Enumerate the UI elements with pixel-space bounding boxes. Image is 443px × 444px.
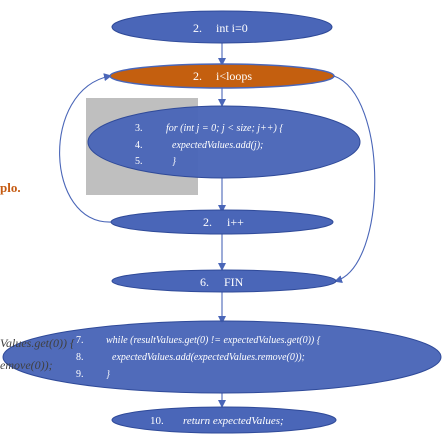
- node-condition: 2. i<loops: [109, 63, 335, 89]
- node-condition-label: i<loops: [216, 69, 252, 83]
- edge-incr-to-cond-loop: [59, 73, 113, 223]
- node-init-label: int i=0: [216, 21, 248, 35]
- node-for-line-5-code: }: [172, 156, 176, 167]
- node-while-line-9-code: }: [106, 369, 110, 380]
- node-init-number: 2.: [193, 21, 202, 35]
- node-return: 10. return expectedValues;: [111, 406, 337, 434]
- side-text-values: Values.get(0)) {: [0, 336, 75, 350]
- node-fin-number: 6.: [200, 275, 209, 289]
- node-increment-label: i++: [227, 215, 244, 229]
- node-for-loop: 3. for (int j = 0; j < size; j++) { 4. e…: [87, 105, 361, 179]
- node-for-line-4-code: expectedValues.add(j);: [172, 140, 263, 151]
- node-return-number: 10.: [150, 415, 164, 427]
- node-init: 2. int i=0: [111, 10, 333, 44]
- node-increment: 2. i++: [110, 209, 334, 235]
- node-fin: 6. FIN: [111, 269, 337, 293]
- node-condition-number: 2.: [193, 69, 202, 83]
- node-while-line-7-number: 7.: [76, 335, 84, 346]
- side-text-remove: emove(0));: [0, 358, 53, 372]
- node-for-line-3-number: 3.: [135, 123, 143, 134]
- node-while-line-7-code: while (resultValues.get(0) != expectedVa…: [106, 335, 321, 346]
- node-while-line-9-number: 9.: [76, 369, 84, 380]
- node-while-loop: 7. while (resultValues.get(0) != expecte…: [2, 320, 442, 394]
- node-while-line-8-code: expectedValues.add(expectedValues.remove…: [112, 352, 305, 363]
- node-increment-number: 2.: [203, 215, 212, 229]
- node-for-line-3-code: for (int j = 0; j < size; j++) {: [166, 123, 283, 134]
- node-for-line-4-number: 4.: [135, 140, 143, 151]
- node-fin-label: FIN: [224, 275, 244, 289]
- node-while-line-8-number: 8.: [76, 352, 84, 363]
- edge-cond-to-fin: [333, 75, 376, 284]
- node-for-line-5-number: 5.: [135, 156, 143, 167]
- node-return-code: return expectedValues;: [183, 415, 284, 427]
- side-text-plo: plo.: [0, 180, 21, 195]
